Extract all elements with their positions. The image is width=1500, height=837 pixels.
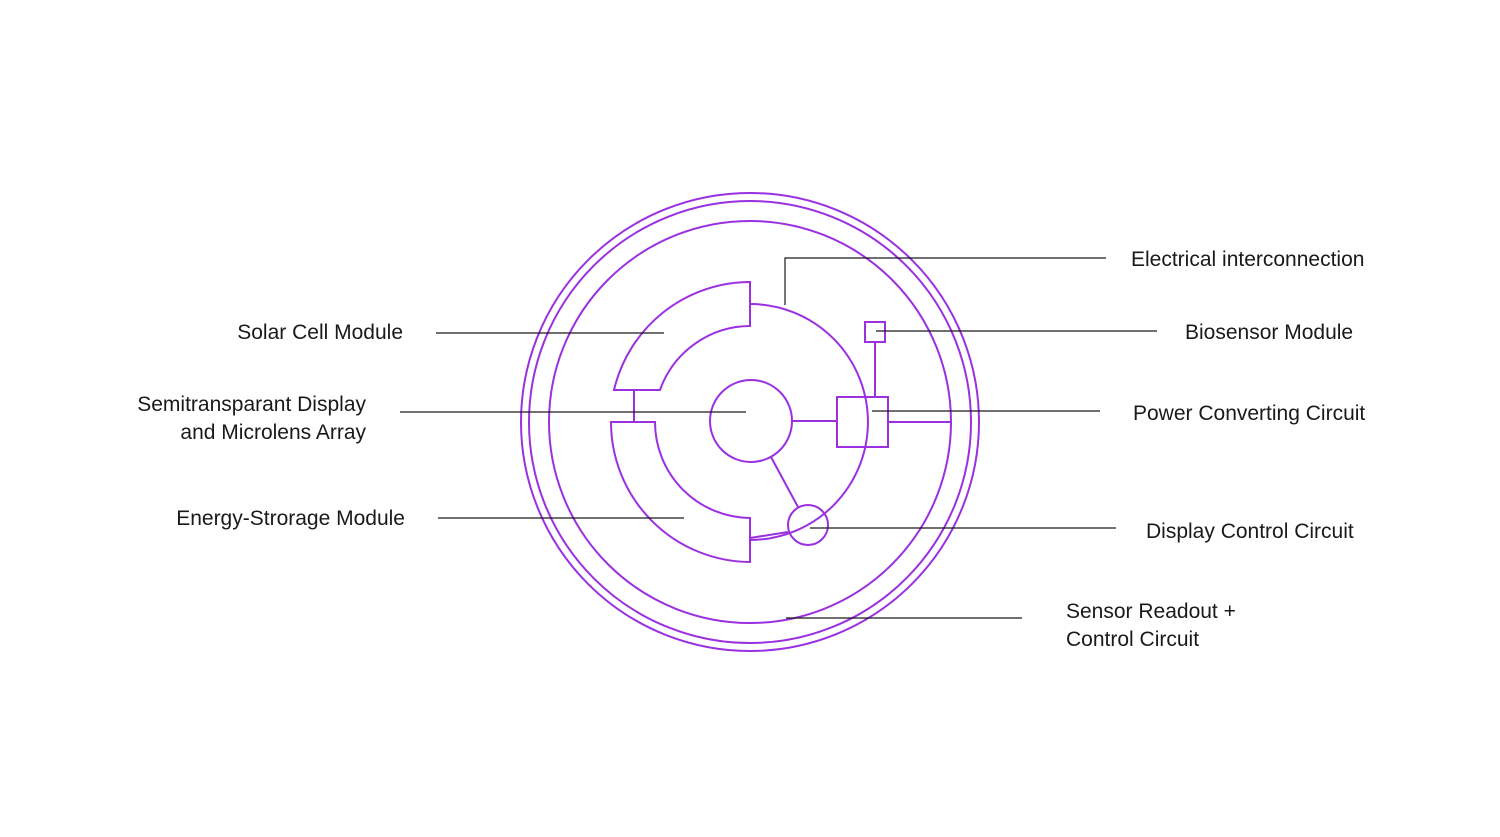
leader-lines [400, 257, 1157, 619]
display-to-control-link [770, 456, 799, 508]
label-electrical-interconnection: Electrical interconnection [1131, 248, 1364, 271]
display-control-circuit-shape [787, 504, 829, 546]
label-biosensor-module: Biosensor Module [1185, 321, 1353, 344]
label-semitransparent-display-line2: and Microlens Array [180, 421, 366, 444]
energy-storage-module-shape [609, 421, 751, 564]
label-semitransparent-display-line1: Semitransparant Display [137, 393, 366, 416]
leader-electrical-interconnection [784, 257, 1106, 305]
label-power-converting-circuit: Power Converting Circuit [1133, 402, 1365, 425]
interconnection-ring [749, 303, 869, 541]
label-sensor-readout-line1: Sensor Readout + [1066, 600, 1236, 623]
label-energy-storage-module: Energy-Strorage Module [176, 507, 405, 530]
lens-outer-ring [520, 192, 980, 652]
semitransparent-display-shape [709, 379, 793, 463]
power-converting-circuit-shape [836, 396, 889, 448]
lens-inner-ring [548, 220, 952, 624]
lens-middle-ring [528, 200, 972, 644]
label-display-control-circuit: Display Control Circuit [1146, 520, 1354, 543]
label-solar-cell-module: Solar Cell Module [237, 321, 403, 344]
label-sensor-readout-line2: Control Circuit [1066, 628, 1199, 651]
lens-rings [520, 192, 980, 652]
solar-cell-module-shape [612, 280, 751, 391]
biosensor-module-shape [864, 321, 886, 343]
control-to-ring-link [749, 531, 789, 539]
